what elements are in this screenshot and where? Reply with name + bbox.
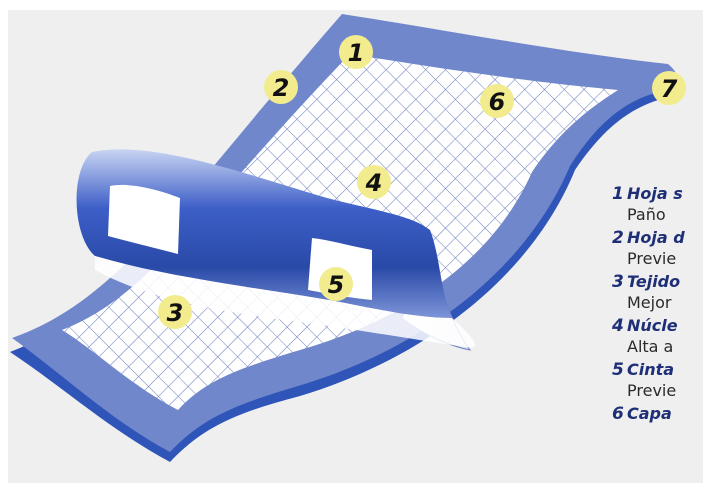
svg-text:3: 3 — [167, 299, 184, 327]
svg-text:1: 1 — [348, 39, 365, 67]
legend-description: Paño — [627, 205, 666, 224]
legend: 1 Hoja s Paño 2 Hoja d Previe 3 Tejido M… — [612, 182, 703, 446]
legend-number: 5 — [612, 360, 624, 380]
marker-7: 7 — [652, 71, 686, 105]
svg-text:5: 5 — [328, 271, 345, 299]
legend-description: Previe — [627, 381, 676, 400]
legend-item-2: 2 Hoja d Previe — [612, 226, 703, 270]
svg-text:2: 2 — [273, 74, 290, 102]
legend-description: Mejor — [627, 293, 671, 312]
legend-item-3: 3 Tejido Mejor — [612, 270, 703, 314]
legend-title: Capa — [627, 404, 672, 423]
legend-number: 6 — [612, 404, 624, 424]
legend-title: Núcle — [627, 316, 678, 335]
marker-1: 1 — [339, 35, 373, 69]
svg-text:6: 6 — [489, 88, 506, 116]
legend-number: 1 — [612, 184, 624, 204]
legend-number: 2 — [612, 228, 624, 248]
svg-text:7: 7 — [661, 75, 678, 103]
marker-4: 4 — [357, 165, 391, 199]
legend-item-1: 1 Hoja s Paño — [612, 182, 703, 226]
legend-number: 4 — [612, 316, 624, 336]
legend-title: Hoja d — [627, 228, 685, 247]
legend-item-5: 5 Cinta Previe — [612, 358, 703, 402]
legend-item-6: 6 Capa — [612, 402, 703, 446]
svg-text:4: 4 — [365, 169, 383, 197]
marker-3: 3 — [158, 295, 192, 329]
legend-title: Tejido — [627, 272, 680, 291]
marker-5: 5 — [319, 267, 353, 301]
legend-title: Cinta — [627, 360, 674, 379]
marker-6: 6 — [480, 84, 514, 118]
legend-description: Previe — [627, 249, 676, 268]
legend-title: Hoja s — [627, 184, 683, 203]
legend-description: Alta a — [627, 337, 673, 356]
legend-number: 3 — [612, 272, 624, 292]
marker-2: 2 — [264, 70, 298, 104]
legend-item-4: 4 Núcle Alta a — [612, 314, 703, 358]
